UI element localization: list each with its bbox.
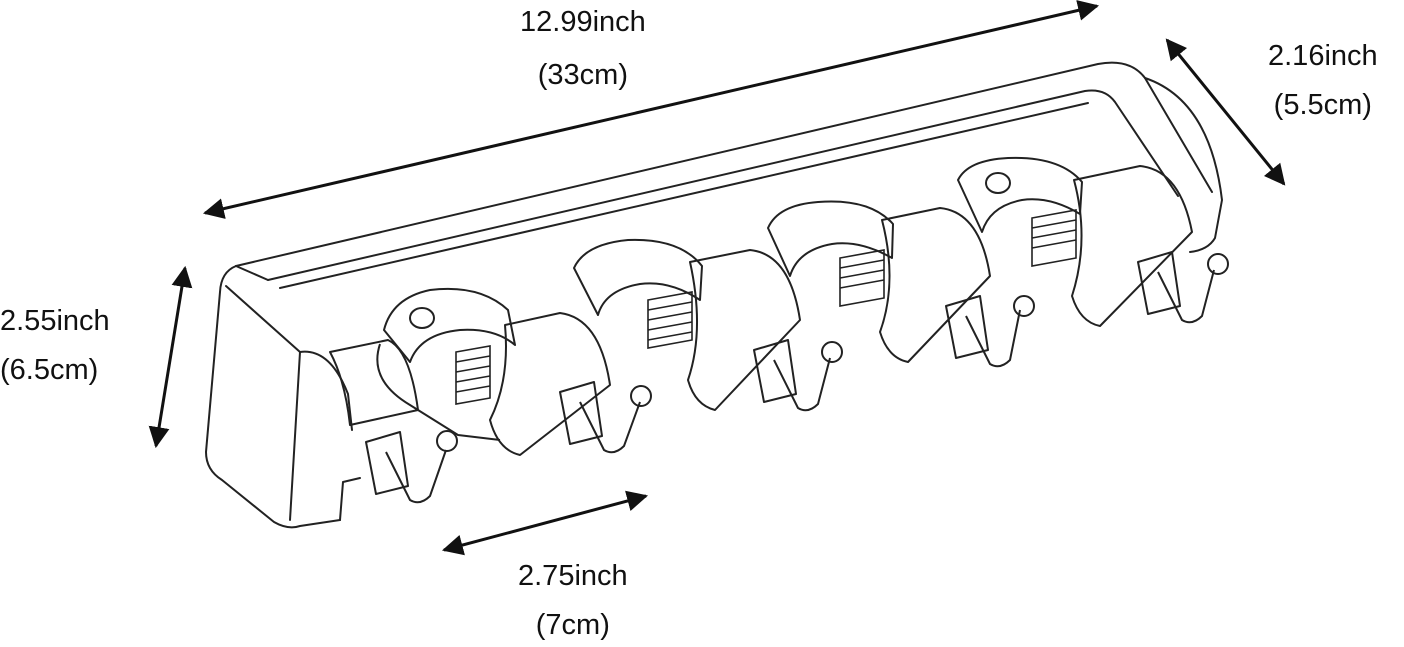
hook-5 (1137, 251, 1229, 324)
length-arrow (202, 0, 1100, 219)
hook-spacing-dimension-label: 2.75inch (7cm) (518, 562, 628, 640)
hook-3 (753, 339, 843, 412)
hook-2 (559, 381, 652, 454)
depth-dimension-label: 2.16inch (5.5cm) (1268, 42, 1378, 120)
hook-1 (365, 430, 458, 504)
hooks (365, 251, 1229, 504)
depth-inch: 2.16inch (1268, 40, 1378, 72)
spacing-cm: (7cm) (535, 609, 610, 641)
grip-teeth (455, 209, 1077, 405)
depth-arrow (1165, 38, 1286, 186)
hook-4 (945, 295, 1035, 368)
height-arrow (148, 265, 193, 449)
height-cm: (6.5cm) (0, 354, 99, 386)
mounting-holes (409, 172, 1011, 329)
length-cm: (33cm) (537, 59, 628, 91)
height-inch: 2.55inch (0, 305, 110, 337)
height-dimension-label: 2.55inch (6.5cm) (0, 307, 110, 385)
clip-slots (329, 156, 1193, 456)
depth-cm: (5.5cm) (1273, 89, 1372, 121)
rack-body (205, 61, 1223, 529)
length-dimension-label: 12.99inch (33cm) (520, 8, 646, 90)
spacing-arrow (441, 490, 649, 556)
length-inch: 12.99inch (520, 6, 646, 38)
spacing-inch: 2.75inch (518, 560, 628, 592)
